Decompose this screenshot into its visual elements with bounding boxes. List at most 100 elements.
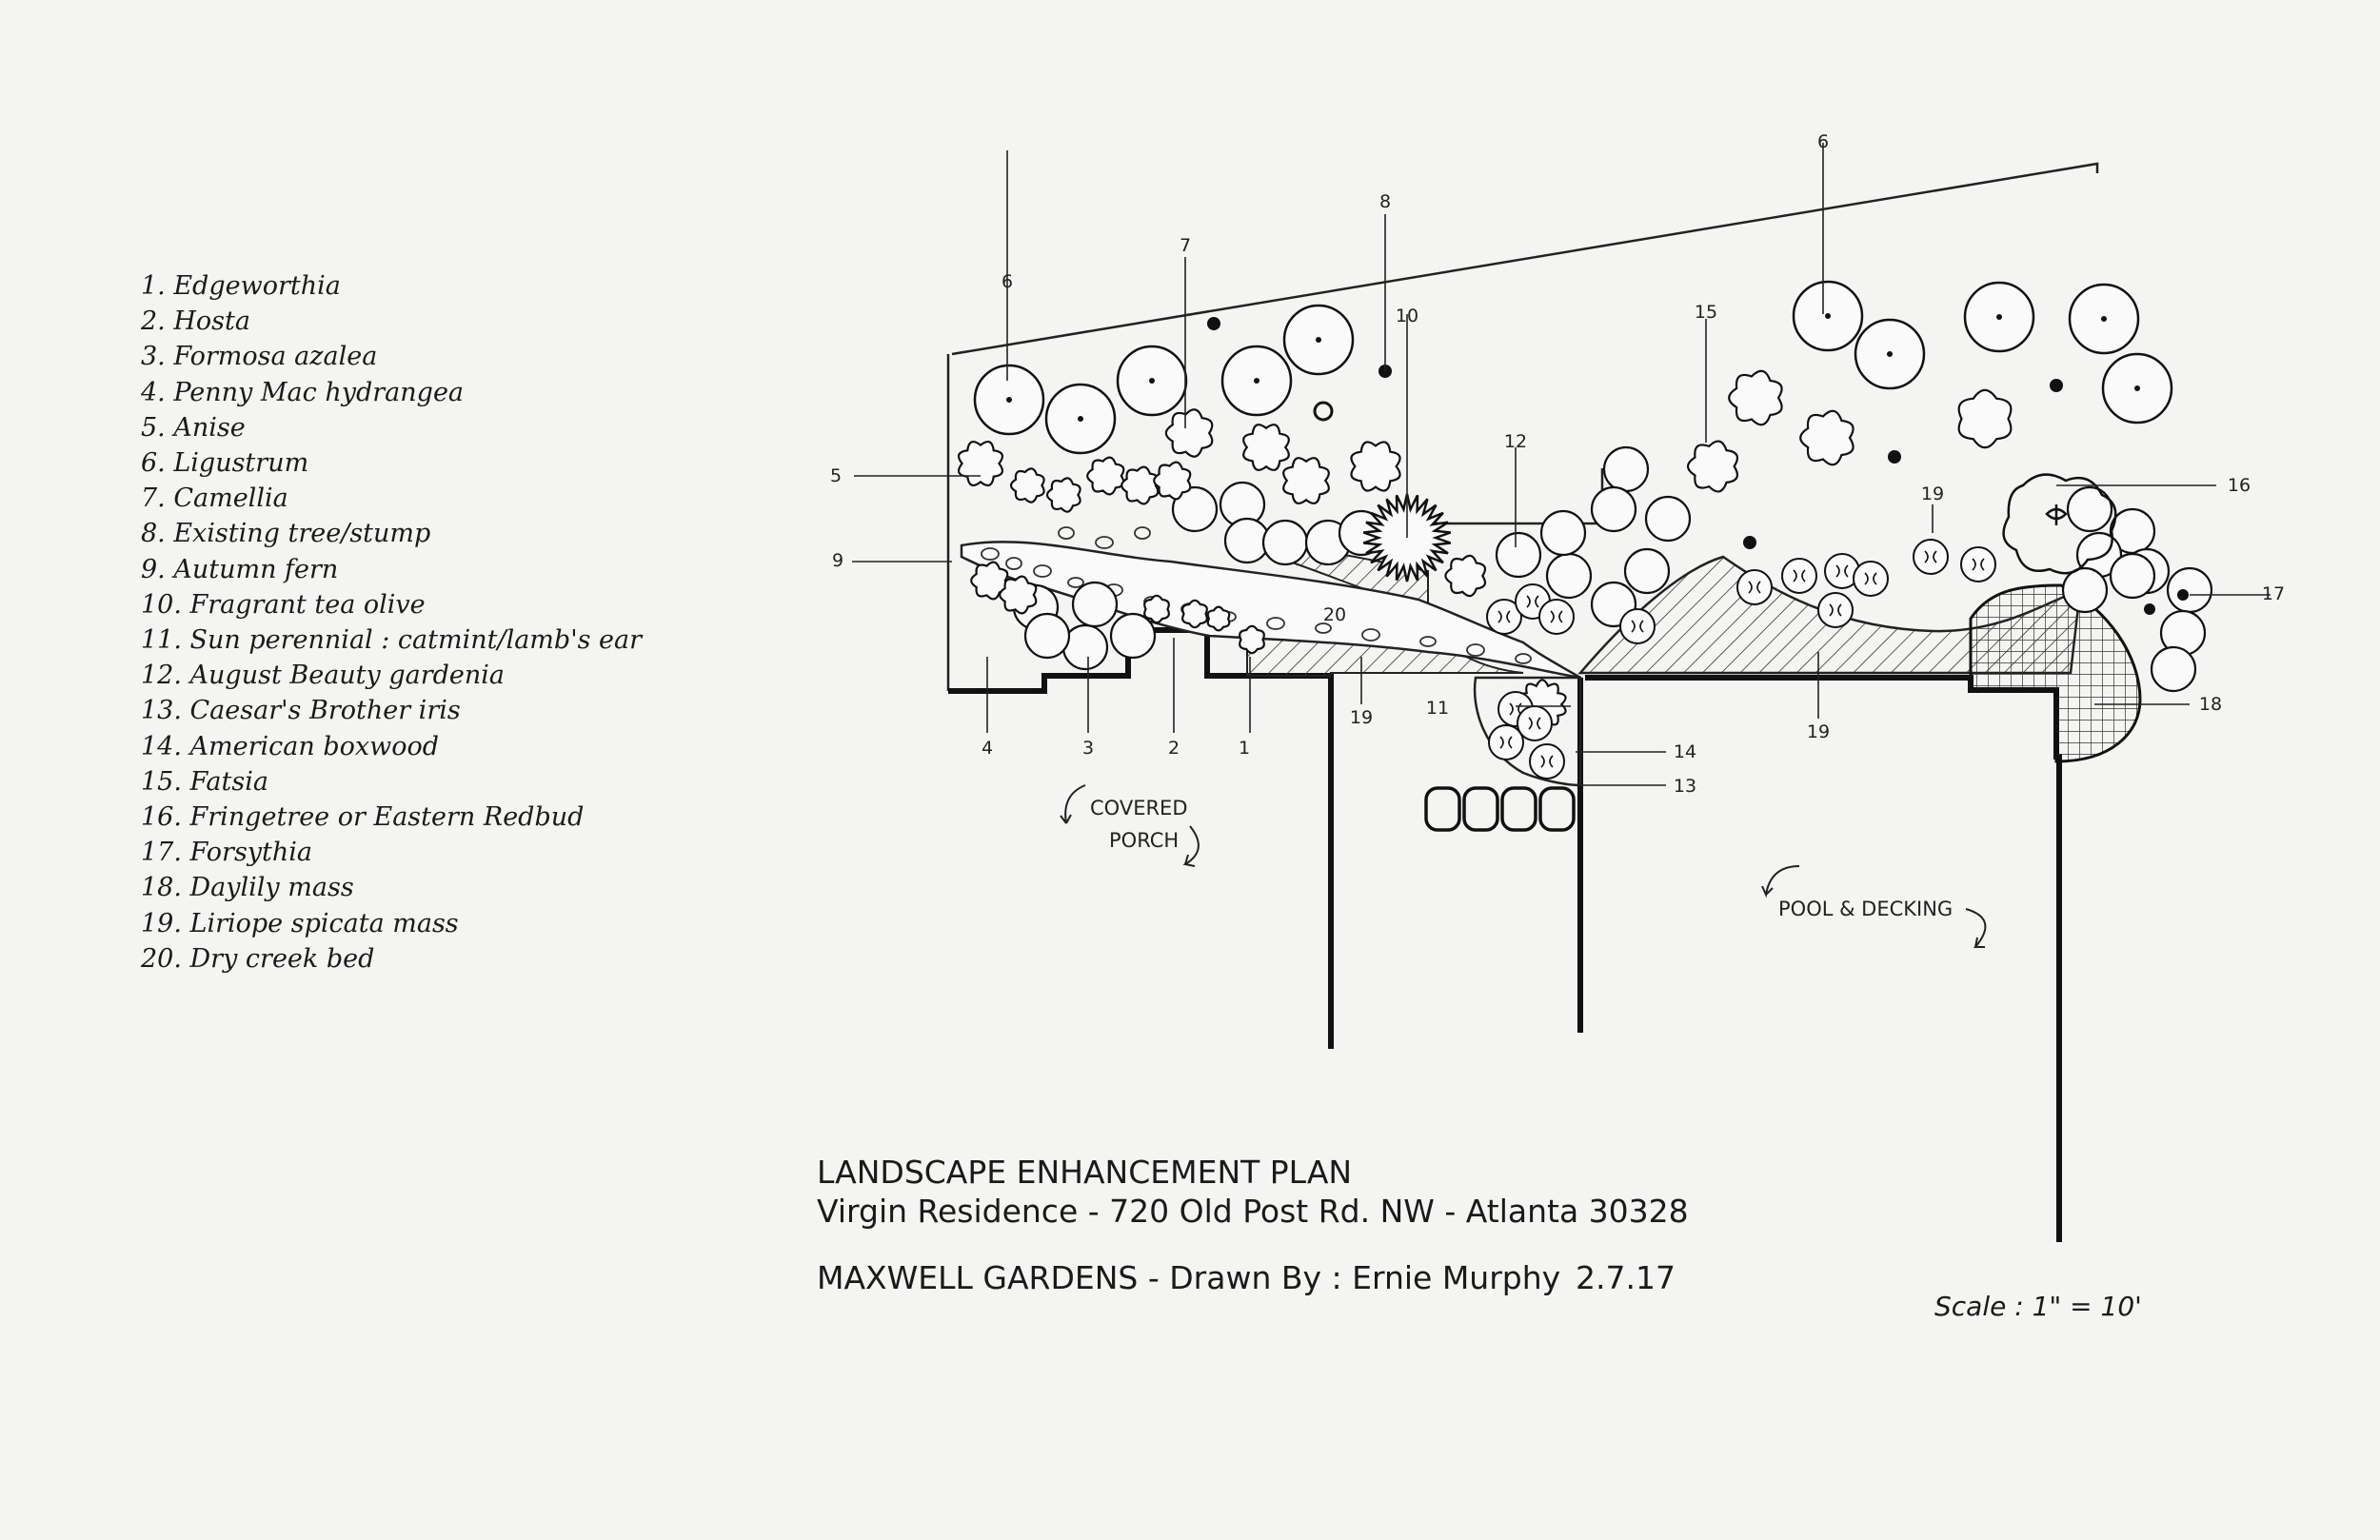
callout-19c: 19 — [1921, 484, 1944, 504]
liriope-rosette — [1817, 592, 1854, 628]
flower-shrub — [1121, 465, 1160, 505]
flower-shrub — [1086, 456, 1125, 496]
legend-item: 9. Autumn fern — [141, 554, 339, 584]
plan-date: 2.7.17 — [1576, 1259, 1676, 1296]
legend-item: 8. Existing tree/stump — [141, 519, 431, 549]
liriope-rosette — [1538, 599, 1575, 635]
porch-note-line2: PORCH — [1109, 829, 1179, 852]
callout-7: 7 — [1180, 235, 1191, 256]
leader-lines — [852, 143, 2271, 786]
scale-note: Scale : 1" = 10' — [1934, 1291, 2142, 1322]
stepping-stones — [1424, 786, 1576, 832]
legend-item: 18. Daylily mass — [141, 873, 354, 903]
callout-13: 13 — [1674, 776, 1696, 797]
flower-shrub — [1282, 457, 1330, 504]
callout-labels: 1 2 3 4 5 6 6 7 8 9 10 11 12 13 14 15 16… — [830, 131, 2285, 797]
callout-10: 10 — [1396, 306, 1418, 326]
legend-item: 17. Forsythia — [141, 838, 313, 868]
area-notes: COVERED PORCH POOL & DECKING — [1060, 784, 1987, 948]
legend-item: 14. American boxwood — [141, 731, 440, 761]
callout-12: 12 — [1504, 431, 1527, 452]
flower-shrub — [970, 561, 1009, 601]
existing-trees — [1207, 317, 2063, 549]
azalea-circle — [2166, 566, 2213, 614]
flower-shrub — [1350, 441, 1401, 492]
azalea-circle — [1061, 623, 1109, 671]
daylily-mass — [1969, 583, 2142, 763]
liriope-rosette — [1488, 724, 1524, 760]
callout-6a: 6 — [1002, 271, 1013, 292]
flower-shrub — [1009, 467, 1045, 503]
callout-3: 3 — [1082, 738, 1094, 759]
legend-item: 3. Formosa azalea — [141, 342, 378, 372]
porch-note-line1: COVERED — [1090, 797, 1188, 819]
legend-item: 11. Sun perennial : catmint/lamb's ear — [141, 625, 643, 656]
azalea-circle — [1545, 552, 1593, 600]
legend-item: 6. Ligustrum — [141, 448, 309, 479]
azalea-circle — [1623, 547, 1671, 595]
plan-title: LANDSCAPE ENHANCEMENT PLAN — [817, 1154, 1353, 1191]
azalea-circle — [1023, 612, 1071, 660]
azalea-circle — [1590, 485, 1637, 533]
callout-19b: 19 — [1807, 721, 1830, 742]
legend-item: 16. Fringetree or Eastern Redbud — [141, 802, 585, 833]
azalea-circle — [2066, 485, 2113, 533]
legend-item: 7. Camellia — [141, 484, 288, 514]
azalea-circle — [1644, 495, 1692, 543]
flower-shrub — [1957, 388, 2013, 449]
flower-shrub — [1206, 605, 1231, 632]
legend-item: 2. Hosta — [141, 306, 250, 337]
callout-5: 5 — [830, 465, 842, 486]
legend-item: 1. Edgeworthia — [141, 271, 341, 301]
azalea-circle — [1539, 509, 1587, 557]
azalea-circle — [1171, 485, 1219, 533]
azalea-circle — [2109, 552, 2156, 600]
callout-4: 4 — [982, 738, 993, 759]
legend-item: 10. Fragrant tea olive — [141, 589, 426, 620]
liriope-rosette — [1486, 599, 1522, 635]
flower-shrub — [1444, 554, 1487, 598]
callout-20: 20 — [1323, 604, 1346, 625]
callout-11: 11 — [1426, 698, 1449, 719]
liriope-rosette — [1853, 561, 1889, 597]
designer-credit: MAXWELL GARDENS - Drawn By : Ernie Murph… — [817, 1259, 1561, 1296]
ligustrum-shrubs — [973, 280, 2173, 455]
flower-shrub — [1153, 461, 1192, 501]
azalea-circle — [1261, 519, 1309, 566]
sun-perennial-bed — [1473, 676, 1582, 787]
callout-18: 18 — [2199, 694, 2222, 715]
legend-item: 13. Caesar's Brother iris — [141, 696, 461, 726]
flower-shrub — [1181, 599, 1208, 629]
residence-address: Virgin Residence - 720 Old Post Rd. NW -… — [817, 1193, 1689, 1230]
flower-shrub — [1686, 440, 1739, 493]
callout-14: 14 — [1674, 741, 1696, 762]
liriope-rosette — [1913, 539, 1949, 575]
camellia-fatsia-shrubs — [957, 369, 2013, 730]
flower-shrub — [1799, 409, 1854, 466]
legend-item: 4. Penny Mac hydrangea — [141, 377, 465, 407]
liriope-rosette — [1960, 546, 1996, 582]
flower-shrub — [1242, 424, 1290, 471]
legend-item: 20. Dry creek bed — [141, 943, 375, 974]
liriope-rosette — [1781, 558, 1817, 594]
flower-shrub — [1728, 369, 1783, 426]
callout-6b: 6 — [1817, 131, 1829, 152]
liriope-rosette — [1736, 569, 1773, 605]
legend-item: 12. August Beauty gardenia — [141, 661, 506, 691]
flower-shrub — [1143, 594, 1170, 624]
callout-1: 1 — [1239, 738, 1250, 759]
legend-item: 19. Liriope spicata mass — [141, 908, 459, 938]
callout-15: 15 — [1695, 302, 1717, 323]
flower-shrub — [999, 575, 1038, 615]
callout-19a: 19 — [1350, 707, 1373, 728]
azalea-circle — [2150, 645, 2197, 693]
fringetree — [2002, 473, 2117, 575]
callout-9: 9 — [832, 550, 843, 571]
azalea-circle — [2061, 566, 2109, 614]
liriope-rosette — [1619, 608, 1656, 644]
azalea-circle — [1071, 581, 1119, 628]
legend-item: 15. Fatsia — [141, 766, 268, 797]
azalea-circle — [1495, 531, 1542, 579]
azalea-circle — [1109, 612, 1157, 660]
